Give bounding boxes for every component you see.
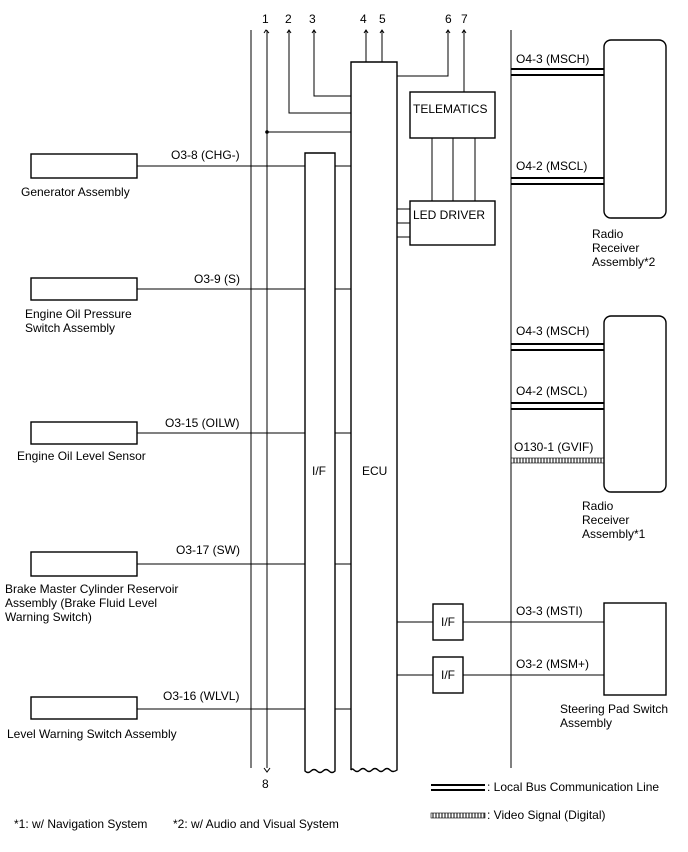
legend-local-bus-label: : Local Bus Communication Line [487, 780, 659, 794]
engine-oil-pressure-switch-label-line-1: Engine Oil Pressure [25, 307, 132, 321]
interface-block-sw1-label: I/F [441, 615, 455, 629]
radio-receiver-assembly-2-label-line-3: Assembly*2 [592, 255, 656, 269]
legend-hatched-line-symbol [430, 812, 486, 819]
pin-label-3: 3 [309, 12, 316, 26]
brake-master-cylinder-reservoir-label-line-1: Brake Master Cylinder Reservoir [5, 582, 178, 596]
terminal-label-oilw: O3-15 (OILW) [165, 416, 239, 430]
pin-label-1: 1 [262, 12, 269, 26]
engine-oil-pressure-switch-label-line-2: Switch Assembly [25, 321, 115, 335]
terminal-label-msch-1: O4-3 (MSCH) [516, 52, 589, 66]
engine-oil-pressure-switch-box [30, 277, 138, 301]
steering-pad-switch-assembly-box [603, 602, 667, 696]
pin-label-5: 5 [379, 12, 386, 26]
radio-receiver-assembly-1: O4-3 (MSCH) O4-2 (MSCL) O130-1 (GVIF) Ra… [510, 315, 667, 541]
generator-assembly-box [30, 153, 138, 179]
steering-pad-switch-assembly-label-line-2: Assembly [560, 716, 612, 730]
generator-assembly-label-line-1: Generator Assembly [21, 185, 130, 199]
footnote-2: *2: w/ Audio and Visual System [173, 817, 339, 831]
ecu-label: ECU [362, 464, 387, 478]
radio-receiver-assembly-2-box [603, 39, 667, 219]
radio-receiver-assembly-1-label-line-3: Assembly*1 [582, 527, 646, 541]
level-warning-switch: O3-16 (WLVL) Level Warning Switch Assemb… [7, 689, 351, 741]
telematics-label: TELEMATICS [413, 102, 487, 116]
telematics-block [409, 91, 496, 139]
legend: : Local Bus Communication Line : Video S… [430, 780, 659, 822]
engine-oil-level-sensor-box [30, 421, 138, 445]
terminal-label-sw: O3-17 (SW) [176, 543, 240, 557]
radio-receiver-assembly-1-label-line-1: Radio [582, 499, 614, 513]
interface-block-main-label: I/F [312, 464, 326, 478]
steering-pad-switch-assembly: I/F I/F O3-3 (MSTI) O3-2 (MSM+) Steering… [397, 602, 668, 730]
video-signal-line [510, 457, 605, 464]
led-driver-label: LED DRIVER [413, 208, 485, 222]
interface-block-main [304, 152, 336, 774]
level-warning-switch-box [30, 696, 138, 720]
radio-receiver-assembly-2-label-line-1: Radio [592, 227, 624, 241]
radio-receiver-assembly-1-box [603, 315, 667, 493]
pin-label-7: 7 [461, 12, 468, 26]
level-warning-switch-label: Level Warning Switch Assembly [7, 727, 177, 741]
terminal-label-gvif: O130-1 (GVIF) [514, 440, 593, 454]
brake-master-cylinder-reservoir-label-line-3: Warning Switch) [5, 610, 92, 624]
pin-label-6: 6 [445, 12, 452, 26]
terminal-label-chg: O3-8 (CHG-) [171, 148, 240, 162]
telematics-led-wires [397, 138, 476, 238]
pin-label-2: 2 [285, 12, 292, 26]
brake-master-cylinder-reservoir: O3-17 (SW) Brake Master Cylinder Reservo… [5, 543, 351, 624]
footnote-1: *1: w/ Navigation System [14, 817, 147, 831]
ecu-block [350, 61, 398, 773]
terminal-label-mscl-1: O4-2 (MSCL) [516, 159, 587, 173]
pin-label-4: 4 [360, 12, 367, 26]
legend-video-signal-label: : Video Signal (Digital) [487, 808, 606, 822]
terminal-label-s: O3-9 (S) [194, 272, 240, 286]
engine-oil-level-sensor-label: Engine Oil Level Sensor [17, 449, 146, 463]
brake-master-cylinder-reservoir-box [30, 551, 138, 577]
steering-pad-switch-assembly-label-line-1: Steering Pad Switch [560, 702, 668, 716]
terminal-label-wlvl: O3-16 (WLVL) [163, 689, 239, 703]
brake-master-cylinder-reservoir-label-line-2: Assembly (Brake Fluid Level [5, 596, 157, 610]
terminal-label-msm: O3-2 (MSM+) [516, 657, 589, 671]
interface-block-sw2-label: I/F [441, 668, 455, 682]
pin-wires [263, 29, 467, 773]
terminal-label-msti: O3-3 (MSTI) [516, 604, 583, 618]
radio-receiver-assembly-1-label-line-2: Receiver [582, 513, 629, 527]
led-driver-block [409, 200, 496, 246]
pin-label-8: 8 [262, 777, 269, 791]
engine-oil-level-sensor: O3-15 (OILW) Engine Oil Level Sensor [17, 416, 351, 463]
terminal-label-mscl-2: O4-2 (MSCL) [516, 384, 587, 398]
radio-receiver-assembly-2-label-line-2: Receiver [592, 241, 639, 255]
generator-assembly-label: Generator Assembly [21, 185, 130, 199]
generator-assembly: O3-8 (CHG-) Generator Assembly [21, 148, 351, 199]
terminal-label-msch-2: O4-3 (MSCH) [516, 324, 589, 338]
